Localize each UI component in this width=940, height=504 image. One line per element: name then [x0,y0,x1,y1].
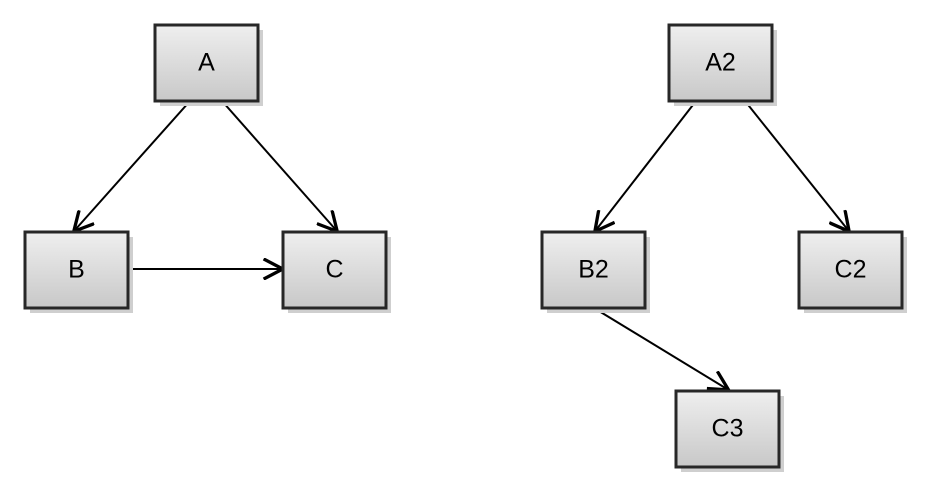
edge-b2-to-c3[interactable] [593,307,727,389]
node-c3-label: C3 [712,415,744,443]
edge-group-left [75,100,336,269]
node-b2-box[interactable] [540,230,647,310]
edge-a2-to-c2[interactable] [744,100,848,230]
graph-right: A2 B2 C2 C3 [540,23,907,472]
node-c2-box[interactable] [797,230,904,310]
node-a2[interactable]: A2 [667,23,777,106]
node-b2-label: B2 [578,256,609,284]
node-c2[interactable]: C2 [797,230,907,313]
node-a-label: A [198,49,215,77]
node-b-box[interactable] [23,230,130,310]
graph-left: A B C [23,23,391,313]
node-c[interactable]: C [281,230,391,313]
node-c3[interactable]: C3 [674,389,784,472]
edge-group-right [593,100,848,389]
node-c-label: C [325,256,343,284]
node-c2-label: C2 [835,256,867,284]
node-b[interactable]: B [23,230,133,313]
edge-a2-to-b2[interactable] [596,100,697,230]
node-c-box[interactable] [281,230,388,310]
node-a-box[interactable] [153,23,260,103]
node-a[interactable]: A [153,23,263,106]
edge-a-to-c[interactable] [221,100,336,230]
edge-a-to-b[interactable] [75,100,191,230]
node-a2-box[interactable] [667,23,774,103]
node-b-label: B [68,256,85,284]
node-b2[interactable]: B2 [540,230,650,313]
node-a2-label: A2 [705,49,736,77]
node-c3-box[interactable] [674,389,781,469]
